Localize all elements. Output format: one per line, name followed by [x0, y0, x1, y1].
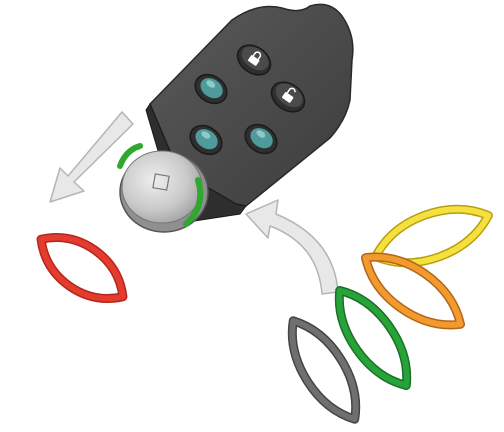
teal-button-3[interactable] — [240, 119, 283, 160]
red-ring-removed — [36, 233, 128, 303]
yellow-ring[interactable] — [368, 195, 496, 277]
remove-arrow-icon — [49, 111, 134, 203]
padlock-open-icon — [282, 87, 296, 103]
orange-ring[interactable] — [353, 241, 472, 342]
teal-button-1[interactable] — [190, 69, 233, 110]
insert-arrow-icon — [245, 199, 339, 295]
grey-ring[interactable] — [276, 310, 371, 430]
unlock-button[interactable] — [266, 76, 310, 118]
battery-clip-left — [117, 143, 143, 169]
teal-button-2[interactable] — [185, 120, 228, 161]
lock-button[interactable] — [232, 39, 276, 81]
coin-cell-battery-icon — [117, 143, 209, 233]
battery-clip-right — [183, 177, 204, 227]
green-ring[interactable] — [323, 279, 422, 397]
padlock-closed-icon — [248, 51, 262, 66]
